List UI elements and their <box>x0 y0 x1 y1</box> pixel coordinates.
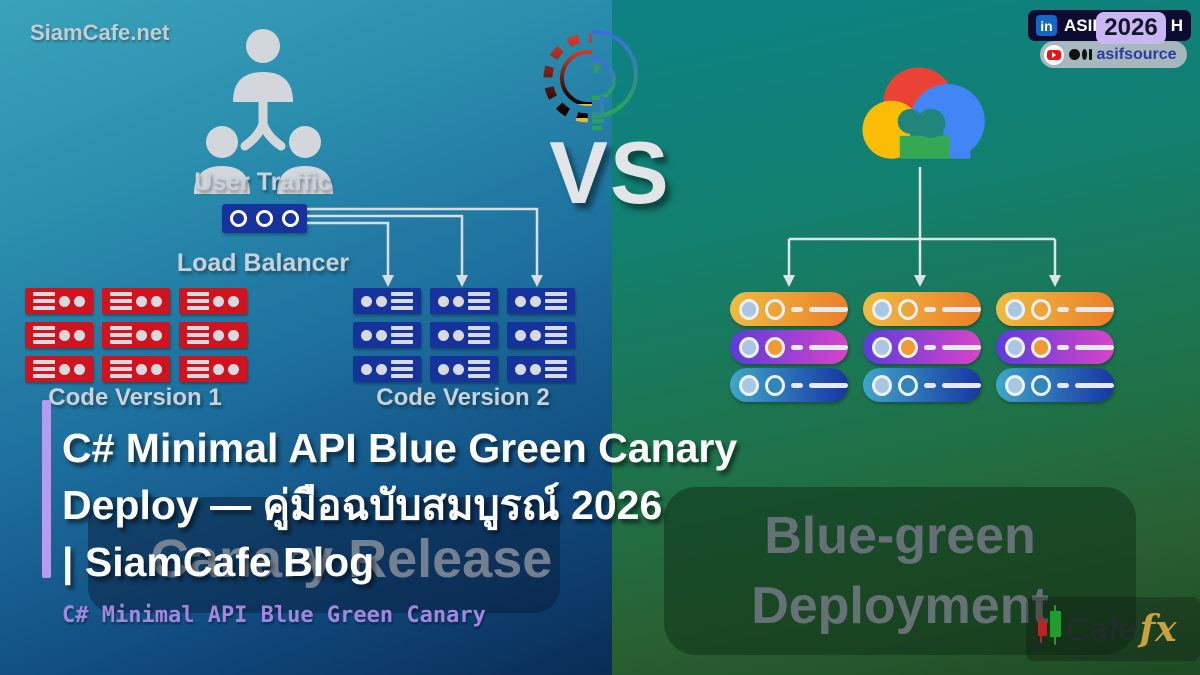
youtube-icon <box>1044 44 1064 65</box>
lb-flow-arrows <box>307 207 543 287</box>
google-cloud-icon <box>862 67 985 159</box>
server-pill <box>996 330 1114 364</box>
canary-release-ghost-label: Canary Release <box>150 529 553 589</box>
year-badge: 2026 <box>1096 12 1166 44</box>
linkedin-label-end: H <box>1170 15 1183 35</box>
pill-stack-2 <box>863 292 981 402</box>
server-pill <box>863 330 981 364</box>
server-blue <box>430 356 498 382</box>
code-version-1-grid <box>25 288 247 382</box>
server-red <box>102 356 170 382</box>
server-red <box>102 288 170 314</box>
load-balancer-box <box>222 204 307 233</box>
server-red <box>179 356 247 382</box>
source-label: asifsource <box>1096 45 1177 63</box>
cloud-flow-arrows <box>783 167 1061 287</box>
server-red <box>25 356 93 382</box>
server-red <box>25 322 93 348</box>
pill-stack-3 <box>996 292 1114 402</box>
server-blue <box>353 356 421 382</box>
server-blue <box>430 322 498 348</box>
server-blue <box>507 322 575 348</box>
linkedin-icon: in <box>1036 15 1057 36</box>
server-pill <box>730 330 848 364</box>
title-line2: Deploy — คู่มือฉบับสมบูรณ์ 2026 <box>62 482 663 528</box>
code-version-1-label: Code Version 1 <box>48 384 222 411</box>
blue-green-ghost-line1: Blue-green <box>764 507 1036 565</box>
source-badge[interactable]: asifsource <box>1040 41 1187 68</box>
server-red <box>102 322 170 348</box>
page-title: C# Minimal API Blue Green Canary Deploy … <box>62 420 902 591</box>
canary-release-panel <box>88 497 560 613</box>
blue-green-panel: Blue-green Deployment <box>664 487 1136 655</box>
title-accent-bar <box>42 400 51 578</box>
server-red <box>179 322 247 348</box>
server-pill <box>996 368 1114 402</box>
user-traffic-icon <box>194 29 333 194</box>
page-subtitle: C# Minimal API Blue Green Canary <box>62 603 486 628</box>
server-pill <box>730 292 848 326</box>
title-line3: | SiamCafe Blog <box>62 539 375 585</box>
server-pill <box>996 292 1114 326</box>
medium-icon <box>1069 49 1092 60</box>
title-line1: C# Minimal API Blue Green Canary <box>62 425 738 471</box>
cafefx-fx-text: fx <box>1139 608 1177 650</box>
server-pill <box>730 368 848 402</box>
server-blue <box>507 288 575 314</box>
lb-port-dot <box>230 210 247 227</box>
cafefx-logo: Cafe fx <box>1026 597 1200 661</box>
code-version-2-grid <box>353 288 575 382</box>
gear-lightbulb-icon <box>543 30 638 130</box>
server-red <box>179 288 247 314</box>
lb-port-dot <box>282 210 299 227</box>
versus-text: VS <box>549 123 671 222</box>
brand-text: SiamCafe.net <box>30 20 170 45</box>
linkedin-label: ASIF <box>1064 15 1103 35</box>
pill-stack-1 <box>730 292 848 402</box>
blue-green-ghost-line2: Deployment <box>751 577 1049 635</box>
load-balancer-label: Load Balancer <box>176 249 350 277</box>
user-traffic-label: User Traffic <box>194 168 332 196</box>
server-blue <box>507 356 575 382</box>
server-red <box>25 288 93 314</box>
candlestick-icon <box>1036 605 1064 653</box>
server-blue <box>353 322 421 348</box>
server-pill <box>863 292 981 326</box>
code-version-2-label: Code Version 2 <box>376 384 550 411</box>
cafefx-cafe-text: Cafe <box>1066 610 1138 647</box>
server-blue <box>430 288 498 314</box>
server-blue <box>353 288 421 314</box>
lb-port-dot <box>256 210 273 227</box>
server-pill <box>863 368 981 402</box>
